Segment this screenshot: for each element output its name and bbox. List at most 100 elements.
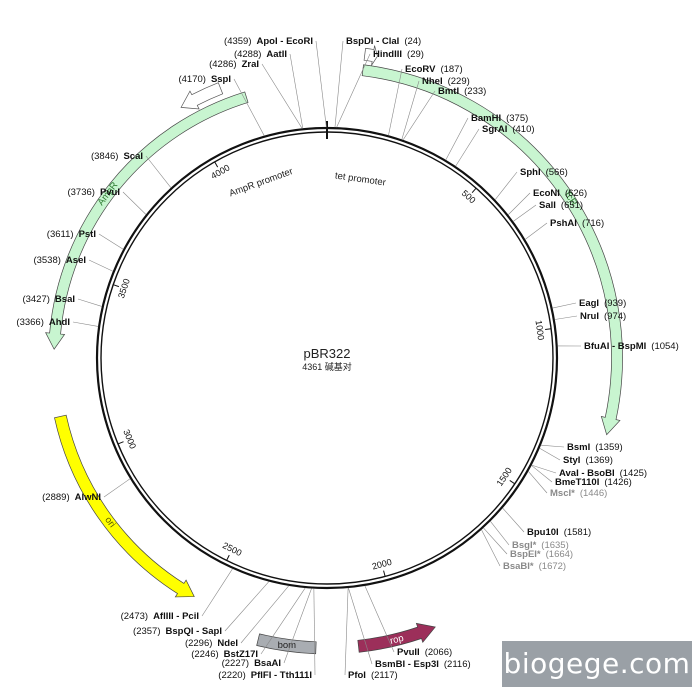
site-name: BspEI*	[510, 549, 541, 560]
site-msci: MscI*(1446)	[528, 471, 607, 499]
site-label: (2220)PflFI - Tth111I	[218, 670, 312, 681]
site-position: (2296)	[185, 638, 212, 649]
scale-tick-label: 4000	[209, 162, 231, 181]
backbone	[95, 121, 559, 590]
site-leader	[240, 585, 289, 644]
site-leader	[388, 68, 403, 136]
site-name: EagI	[579, 298, 599, 309]
site-position: (1359)	[595, 442, 622, 453]
site-label: SalI(651)	[539, 200, 583, 211]
scale-tick-label: 2000	[371, 557, 393, 572]
feature-shape	[363, 45, 378, 66]
feature-shape	[45, 91, 249, 350]
site-label: BsmBI - Esp3I(2116)	[375, 659, 471, 670]
feature-shape	[361, 64, 623, 436]
site-leader	[528, 471, 548, 494]
site-name: ZraI	[242, 59, 259, 70]
site-name: BsaBI*	[503, 561, 534, 572]
site-position: (1672)	[539, 561, 566, 572]
site-name: NheI	[422, 76, 443, 87]
feature-bom: bom	[256, 633, 317, 655]
site-name: BfuAI - BspMI	[584, 341, 646, 352]
site-name: BspQI - SapI	[166, 626, 222, 637]
site-position: (4286)	[209, 59, 236, 70]
site-leader	[261, 63, 303, 129]
site-label: BsaBI* (1672)	[503, 561, 566, 572]
site-position: (651)	[561, 200, 583, 211]
site-name: StyI	[563, 455, 580, 466]
scale-tick	[113, 284, 120, 288]
site-name: AlwNI	[75, 492, 101, 503]
site-name: SgrAI	[482, 124, 507, 135]
site-leader	[539, 448, 561, 461]
site-aatii: (4288) AatII	[234, 49, 304, 129]
site-label: (3538)AseI	[33, 255, 86, 266]
site-leader	[145, 155, 172, 188]
site-psti: (3611)PstI	[47, 229, 124, 250]
site-nhei: NheI (229)	[401, 76, 470, 140]
site-leader	[401, 80, 420, 140]
site-position: (1369)	[585, 455, 612, 466]
site-label: (4170)SspI	[178, 74, 231, 85]
plasmid-length: 4361 碱基对	[302, 361, 352, 372]
site-position: (626)	[565, 188, 587, 199]
site-leader	[552, 302, 577, 309]
feature-shape	[54, 414, 195, 598]
site-name: BmeT110I	[555, 477, 599, 488]
site-nrui: NruI (974)	[554, 311, 626, 322]
site-name: BsaAI	[254, 658, 281, 669]
site-leader	[103, 478, 131, 498]
site-bsaai: (2227)BsaAI	[222, 588, 312, 669]
site-name: AatII	[266, 49, 287, 60]
site-position: (1425)	[620, 468, 647, 479]
scale-tick	[117, 441, 124, 445]
site-bmti: BmtI(233)	[402, 86, 486, 141]
scale-tick-label: 3500	[116, 277, 132, 299]
site-name: AseI	[66, 255, 86, 266]
site-name: MscI*	[550, 488, 575, 499]
site-leader	[313, 588, 316, 676]
site-label: BmeT110I(1426)	[555, 477, 632, 488]
site-leader	[260, 587, 306, 655]
scale-tick	[471, 187, 477, 193]
site-label: EcoNI(626)	[533, 188, 587, 199]
site-label: (2889)AlwNI	[42, 492, 101, 503]
scale-tick-label: 1000	[534, 320, 547, 341]
site-leader	[201, 568, 233, 617]
site-bpu10i: Bpu10I(1581)	[502, 507, 591, 538]
site-leader	[508, 192, 531, 215]
site-econi: EcoNI(626)	[508, 188, 587, 215]
site-name: ScaI	[123, 151, 143, 162]
site-position: (566)	[546, 167, 568, 178]
site-label: PshAI(716)	[550, 218, 604, 229]
site-bsmi: BsmI(1359)	[540, 442, 623, 453]
site-position: (4288)	[234, 49, 261, 60]
site-label: NheI (229)	[422, 76, 470, 87]
site-sphi: SphI(566)	[494, 167, 568, 200]
site-pvuii: PvuII(2066)	[364, 585, 452, 658]
site-bspdi-clai: BspDI - ClaI(24)	[334, 36, 421, 128]
site-position: (3366)	[16, 317, 43, 328]
site-name: NruI	[580, 311, 599, 322]
site-apoi-ecori: (4359)ApoI - EcoRI	[224, 36, 327, 128]
site-position: (24)	[404, 36, 421, 47]
site-leader	[224, 581, 270, 632]
site-position: (233)	[464, 86, 486, 97]
site-position: (2117)	[371, 670, 398, 681]
scale-tick	[509, 480, 516, 485]
site-leader	[233, 78, 265, 136]
site-eagi: EagI(939)	[552, 298, 626, 309]
site-name: PflFI - Tth111I	[251, 670, 312, 681]
site-label: (2473)AflIII - PciI	[121, 611, 199, 622]
site-label: MscI*(1446)	[550, 488, 607, 499]
site-label: (3846)ScaI	[91, 151, 143, 162]
site-position: (229)	[448, 76, 470, 87]
site-label: BspDI - ClaI(24)	[346, 36, 421, 47]
site-label: (2296)NdeI	[185, 638, 238, 649]
site-name: PfoI	[348, 670, 366, 681]
site-leader	[77, 298, 102, 307]
site-bsgi: BsgI*(1635)	[490, 521, 569, 551]
site-leader	[490, 521, 510, 546]
site-position: (974)	[604, 311, 626, 322]
site-position: (1635)	[541, 540, 568, 551]
